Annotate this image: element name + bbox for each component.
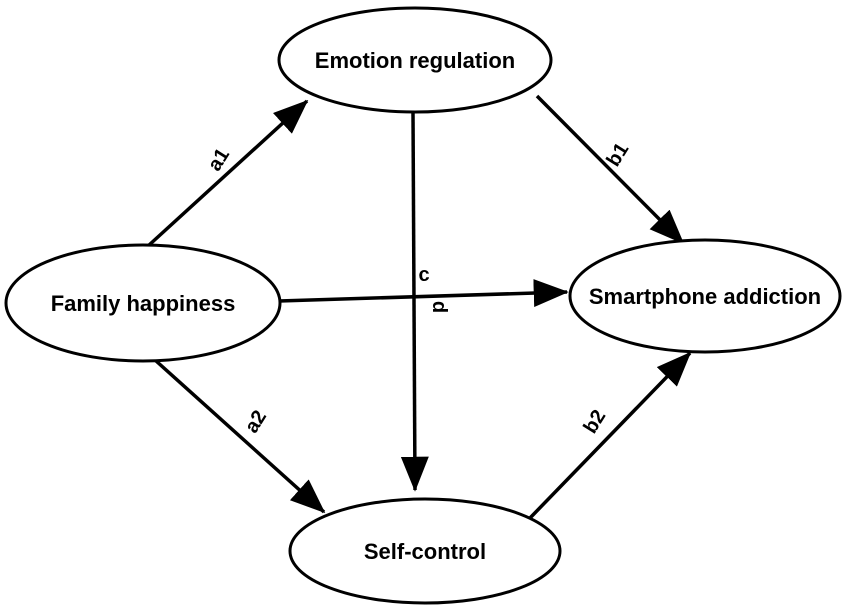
node-self-control: Self-control [288, 497, 562, 605]
path-c-arrow [278, 279, 569, 308]
path-d-label: d [428, 301, 450, 313]
path-b2-label: b2 [579, 406, 610, 437]
node-family-happiness-label: Family happiness [51, 291, 236, 316]
path-b1-arrow [535, 94, 685, 245]
path-c-label: c [418, 264, 429, 286]
node-smartphone-addiction-label: Smartphone addiction [589, 284, 821, 309]
path-a2-arrow [153, 358, 326, 514]
node-smartphone-addiction: Smartphone addiction [568, 238, 842, 354]
node-emotion-regulation: Emotion regulation [277, 6, 553, 114]
node-emotion-regulation-label: Emotion regulation [315, 48, 515, 73]
path-a1-arrow [146, 99, 309, 248]
path-d-arrow [400, 112, 429, 492]
path-b2-arrow [528, 351, 692, 520]
node-family-happiness: Family happiness [4, 243, 282, 363]
node-self-control-label: Self-control [364, 539, 486, 564]
path-a2-label: a2 [241, 407, 271, 438]
